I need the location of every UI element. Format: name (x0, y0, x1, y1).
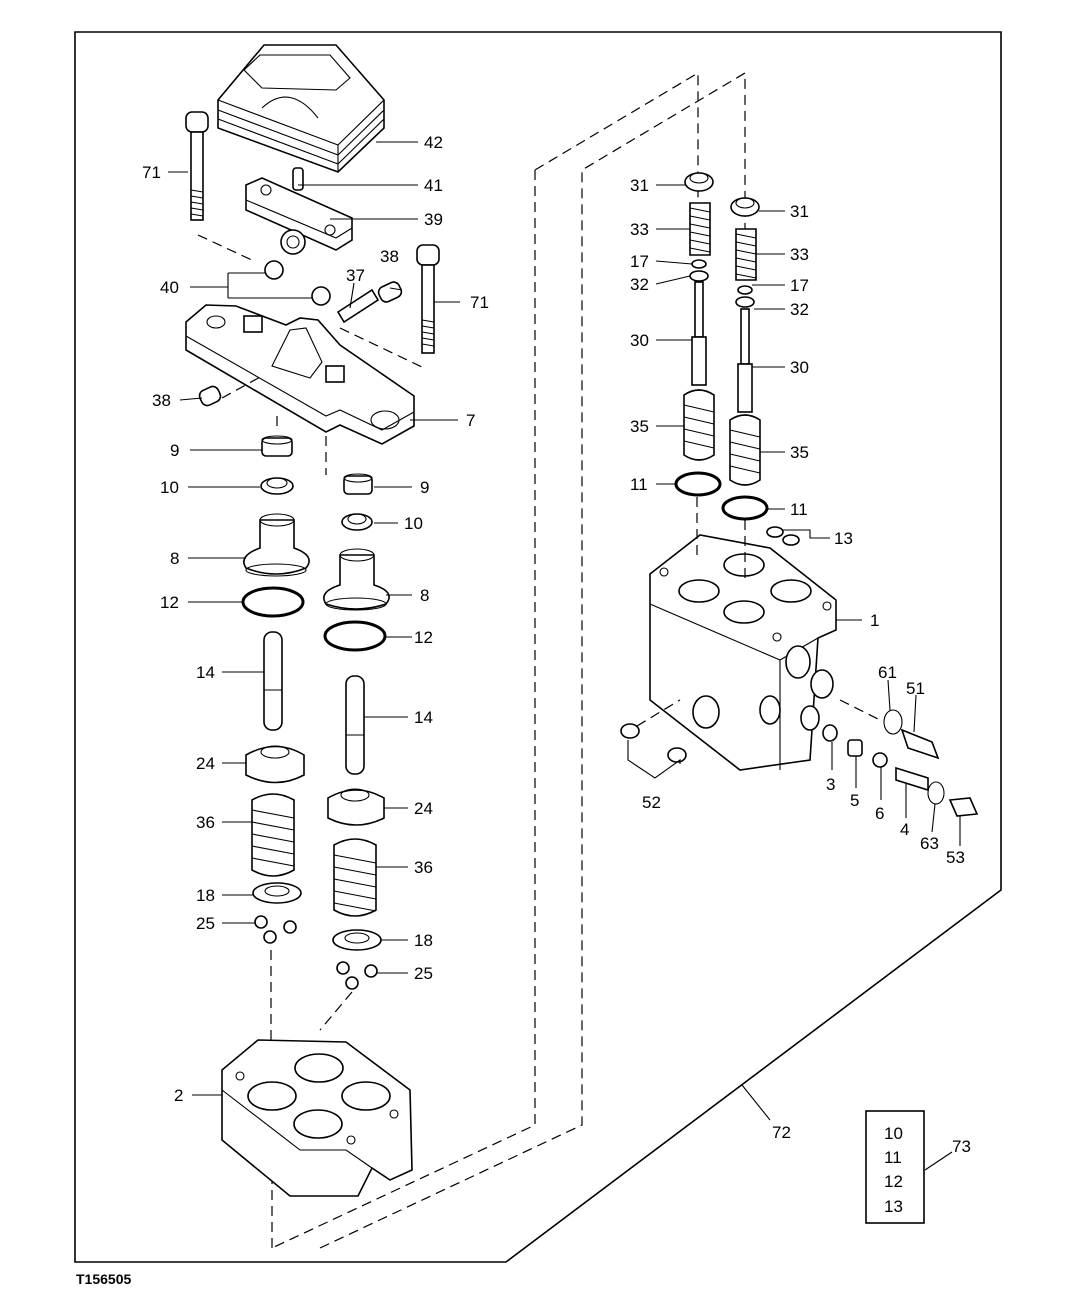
callout-12: 12 (160, 593, 179, 612)
bracket-52 (627, 740, 681, 779)
kit-box-item: 11 (884, 1148, 902, 1167)
callout-71: 71 (470, 293, 489, 312)
spring-part (847, 739, 863, 757)
boot-part (217, 44, 385, 173)
callout-33: 33 (630, 220, 649, 239)
callout-38: 38 (152, 391, 171, 410)
callout-31: 31 (630, 176, 649, 195)
valve-body-part (649, 534, 837, 771)
callout-18: 18 (196, 886, 215, 905)
callout-13: 13 (834, 529, 853, 548)
callout-24: 24 (196, 754, 215, 773)
diagram-frame (74, 31, 1002, 1263)
callout-10: 10 (404, 514, 423, 533)
callout-14: 14 (414, 708, 433, 727)
callout-30: 30 (630, 331, 649, 350)
assembly-guide-left (197, 234, 425, 1040)
set-screw-part (292, 167, 304, 191)
callout-25: 25 (196, 914, 215, 933)
bushing-part (198, 385, 222, 407)
callout-10: 10 (160, 478, 179, 497)
plug-part (620, 723, 687, 763)
callout-36: 36 (414, 858, 433, 877)
seat-part (822, 724, 838, 742)
spool-stack-upper-left (674, 172, 722, 497)
plug-part (948, 797, 979, 817)
cam-part (245, 177, 353, 255)
dashed-boundary-outer (319, 71, 746, 1249)
small-o-ring-part (766, 526, 784, 538)
callout-73: 73 (952, 1137, 971, 1156)
callout-41: 41 (424, 176, 443, 195)
callout-8: 8 (420, 586, 429, 605)
callout-38: 38 (380, 247, 399, 266)
plug-part (900, 728, 940, 760)
kit-box-item: 12 (884, 1172, 903, 1191)
bolt-part-left (185, 111, 209, 221)
callout-3: 3 (826, 775, 835, 794)
callout-63: 63 (920, 834, 939, 853)
callout-39: 39 (424, 210, 443, 229)
callout-33: 33 (790, 245, 809, 264)
callout-6: 6 (875, 804, 884, 823)
spool-stack-left (241, 435, 310, 944)
callout-35: 35 (790, 443, 809, 462)
callout-labels: 42 71 41 39 38 37 40 71 38 7 9 10 9 10 8… (76, 133, 971, 1287)
callout-61: 61 (878, 663, 897, 682)
callout-9: 9 (170, 441, 179, 460)
callout-37: 37 (346, 266, 365, 285)
poppet-part (895, 766, 929, 792)
leader-lines (168, 141, 961, 1171)
callout-71: 71 (142, 163, 161, 182)
callout-25: 25 (414, 964, 433, 983)
spool-stack-upper-right (721, 197, 769, 521)
o-ring-part (927, 781, 945, 805)
callout-18: 18 (414, 931, 433, 950)
callout-32: 32 (630, 275, 649, 294)
callout-1: 1 (870, 611, 879, 630)
callout-24: 24 (414, 799, 433, 818)
callout-9: 9 (420, 478, 429, 497)
callout-31: 31 (790, 202, 809, 221)
callout-51: 51 (906, 679, 925, 698)
ball-part (264, 260, 284, 280)
kit-box-item: 13 (884, 1197, 903, 1216)
ball-part (311, 286, 331, 306)
callout-8: 8 (170, 549, 179, 568)
bolt-part-right (416, 244, 440, 354)
callout-11: 11 (630, 475, 648, 494)
callout-2: 2 (174, 1086, 183, 1105)
callout-5: 5 (850, 791, 859, 810)
spool-stack-right (323, 473, 390, 990)
callout-72: 72 (772, 1123, 791, 1142)
small-o-ring-part (782, 534, 800, 546)
callout-42: 42 (424, 133, 443, 152)
o-ring-part (883, 709, 903, 735)
callout-32: 32 (790, 300, 809, 319)
callout-7: 7 (466, 411, 475, 430)
callout-40: 40 (160, 278, 179, 297)
callout-11: 11 (790, 500, 808, 519)
callout-14: 14 (196, 663, 215, 682)
figure-reference: T156505 (76, 1271, 131, 1287)
pin-part (336, 288, 380, 324)
callout-52: 52 (642, 793, 661, 812)
callout-35: 35 (630, 417, 649, 436)
plate-part (221, 1039, 413, 1197)
ball-part (872, 752, 888, 768)
kit-box (865, 1110, 925, 1224)
callout-36: 36 (196, 813, 215, 832)
kit-box-item: 10 (884, 1124, 903, 1143)
callout-4: 4 (900, 820, 909, 839)
callout-30: 30 (790, 358, 809, 377)
callout-17: 17 (790, 276, 809, 295)
callout-53: 53 (946, 848, 965, 867)
bushing-part (377, 281, 403, 303)
casing-part (185, 304, 415, 445)
callout-17: 17 (630, 252, 649, 271)
callout-12: 12 (414, 628, 433, 647)
